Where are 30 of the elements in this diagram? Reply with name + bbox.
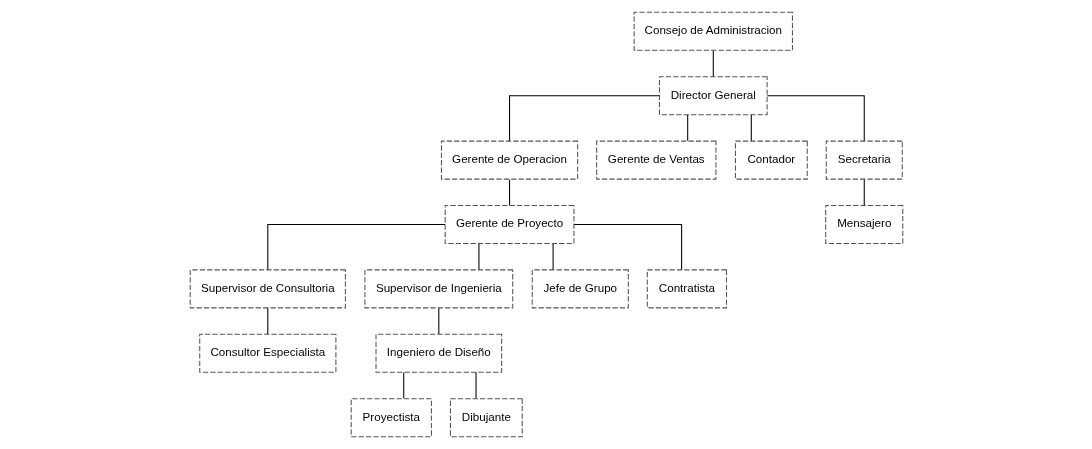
connector (573, 223, 682, 271)
connector (750, 114, 752, 142)
connector (437, 307, 439, 335)
node-box: Gerente de Proyecto (444, 204, 574, 245)
node-box: Director General (658, 76, 768, 116)
node-box: Gerente de Operacion (440, 140, 578, 180)
connector (402, 372, 404, 399)
node-box: Consejo de Administracion (633, 11, 793, 51)
connector (863, 178, 865, 206)
node-box: Secretaria (825, 140, 903, 180)
connector (508, 95, 660, 142)
node-box: Contratista (646, 269, 727, 309)
connector (766, 95, 865, 142)
connector (712, 50, 714, 77)
connector (266, 307, 268, 335)
node-box: Supervisor de Consultoria (189, 269, 346, 309)
connector (686, 114, 688, 142)
node-box: Dibujante (449, 398, 523, 438)
node-box: Proyectista (350, 398, 432, 438)
connector (477, 243, 479, 271)
node-box: Consultor Especialista (198, 333, 336, 373)
node-box: Mensajero (824, 204, 903, 245)
node-box: Ingeniero de Diseño (375, 333, 502, 373)
connector (508, 178, 510, 206)
node-box: Supervisor de Ingenieria (363, 269, 513, 309)
connector (552, 243, 554, 271)
node-box: Gerente de Ventas (595, 140, 716, 180)
node-box: Jefe de Grupo (531, 269, 629, 309)
connector (266, 223, 446, 271)
node-box: Contador (734, 140, 808, 180)
